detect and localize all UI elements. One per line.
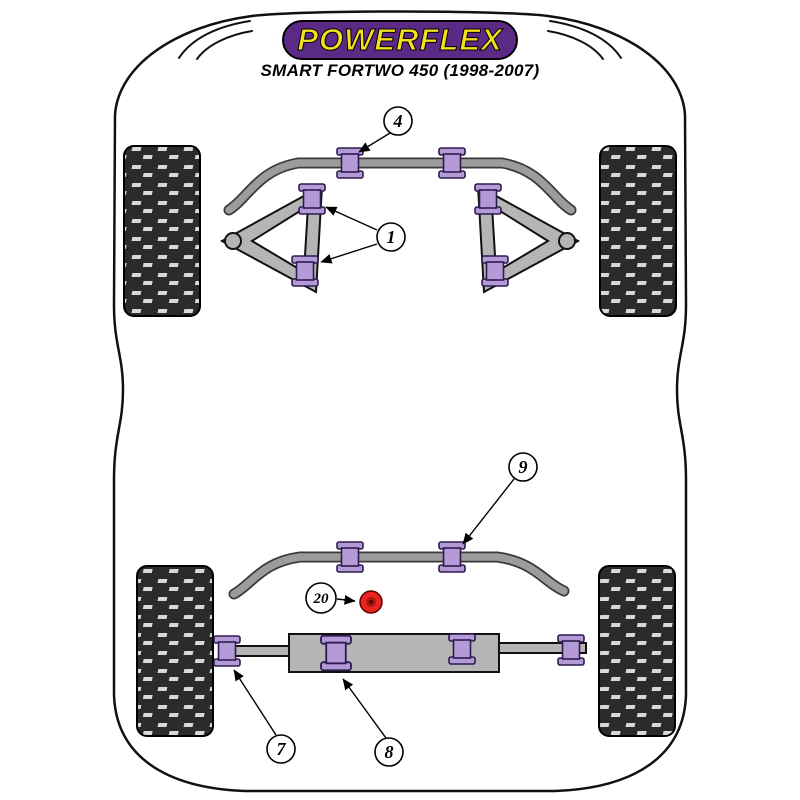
callout-7-circle	[266, 734, 296, 764]
callout-9-arrow	[462, 478, 515, 545]
windshield-corner-left-inner	[196, 30, 253, 60]
logo-text: POWERFLEX	[297, 22, 504, 57]
logo-pill	[282, 20, 518, 60]
rear-arb-bushing-right	[438, 541, 466, 573]
wishbone-bushing-upper-left	[298, 183, 326, 215]
callout-1-label: 1	[387, 227, 396, 247]
callout-8-arrow	[342, 678, 387, 739]
callout-7-arrow	[233, 669, 277, 736]
callout-7-label: 7	[277, 739, 287, 759]
tire-rear-right	[598, 565, 676, 737]
rear-axle-bushing-inner-right	[448, 633, 476, 665]
car-body-outline	[112, 10, 688, 793]
callout-20-circle	[305, 582, 337, 614]
callout-8: 8	[342, 678, 404, 767]
rear-axle-bushing-inner-left	[320, 634, 352, 672]
callout-8-label: 8	[385, 742, 394, 762]
red-bushing	[359, 590, 383, 614]
callout-4-circle	[383, 106, 413, 136]
windshield-corner-left-outer	[178, 20, 251, 59]
rear-axle-bushing-outer-right	[557, 634, 585, 666]
tire-rear-left	[136, 565, 214, 737]
wishbone-bushing-lower-left	[291, 255, 319, 287]
powerflex-logo: POWERFLEX	[282, 20, 518, 60]
diagram-title: SMART FORTWO 450 (1998-2007)	[261, 61, 540, 80]
callout-8-circle	[374, 737, 404, 767]
windshield-corner-right-outer	[549, 20, 622, 59]
front-arb-bushing-left	[336, 147, 364, 179]
callout-20: 20	[305, 582, 356, 614]
callout-1-arrow-lower	[320, 243, 378, 264]
windshield-corner-right-inner	[547, 30, 604, 60]
callout-1: 1	[320, 206, 406, 264]
rear-anti-roll-bar	[228, 551, 570, 600]
tire-front-right	[599, 145, 677, 317]
wishbone-bushing-lower-right	[481, 255, 509, 287]
callout-4: 4	[358, 106, 413, 153]
callout-20-label: 20	[313, 591, 330, 607]
tire-front-left	[123, 145, 201, 317]
callout-20-arrow	[336, 594, 356, 605]
callout-1-circle	[376, 222, 406, 252]
callout-9-label: 9	[519, 457, 528, 477]
rear-axle-bushing-outer-left	[213, 635, 241, 667]
callout-4-arrow	[358, 132, 391, 153]
front-anti-roll-bar	[223, 157, 577, 216]
callout-1-arrow-upper	[325, 206, 378, 231]
callout-7: 7	[233, 669, 296, 764]
callout-9-circle	[508, 452, 538, 482]
callout-9: 9	[462, 452, 538, 545]
front-arb-bushing-right	[438, 147, 466, 179]
rear-arb-bushing-left	[336, 541, 364, 573]
wishbone-bushing-upper-right	[474, 183, 502, 215]
callout-4-label: 4	[393, 111, 403, 131]
